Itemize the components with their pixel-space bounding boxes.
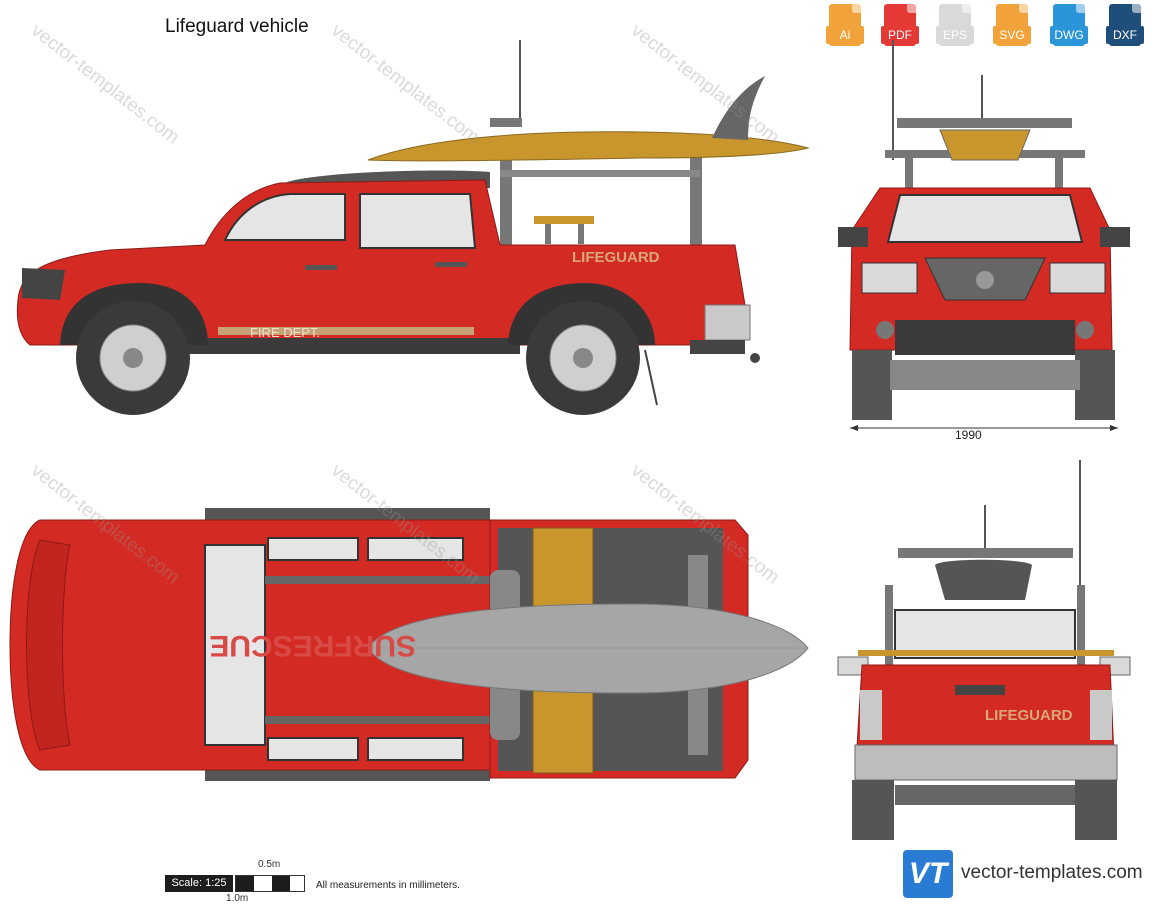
width-dimension: 1990 — [955, 428, 982, 442]
vt-logo-icon: VT — [903, 850, 953, 898]
fire-dept-text: FIRE DEPT. — [250, 325, 320, 340]
dxf-format-icon[interactable]: DXF — [1106, 4, 1144, 50]
eps-format-icon[interactable]: EPS — [936, 4, 974, 50]
scale-half-label: 0.5m — [258, 859, 281, 870]
scale-full-label: 1.0m — [226, 893, 249, 904]
top-view — [9, 508, 809, 781]
svg-format-label: SVG — [993, 26, 1031, 44]
eps-format-label: EPS — [936, 26, 974, 44]
dwg-format-icon[interactable]: DWG — [1050, 4, 1088, 50]
svg-format-icon[interactable]: SVG — [993, 4, 1031, 50]
side-view — [16, 40, 810, 415]
pdf-format-label: PDF — [881, 26, 919, 44]
rear-view — [837, 460, 1131, 840]
brand-logo[interactable]: VT vector-templates.com — [903, 850, 1161, 898]
scale-bar — [235, 875, 305, 892]
dxf-format-label: DXF — [1106, 26, 1144, 44]
pdf-format-icon[interactable]: PDF — [881, 4, 919, 50]
measurement-note: All measurements in millimeters. — [316, 880, 460, 891]
page-title: Lifeguard vehicle — [165, 16, 309, 37]
scale-bar-segment — [236, 876, 254, 891]
scale-label: Scale: 1:25 — [165, 875, 233, 892]
board-text: SURFRESCUE — [209, 629, 416, 662]
front-view — [838, 40, 1130, 431]
dwg-format-label: DWG — [1050, 26, 1088, 44]
scale-bar-segment — [272, 876, 290, 891]
rear-lifeguard-text: LIFEGUARD — [985, 707, 1073, 724]
brand-name: vector-templates.com — [961, 862, 1143, 883]
ai-format-icon[interactable]: Ai — [826, 4, 864, 50]
ai-format-label: Ai — [826, 26, 864, 44]
side-lifeguard-text: LIFEGUARD — [572, 249, 660, 266]
